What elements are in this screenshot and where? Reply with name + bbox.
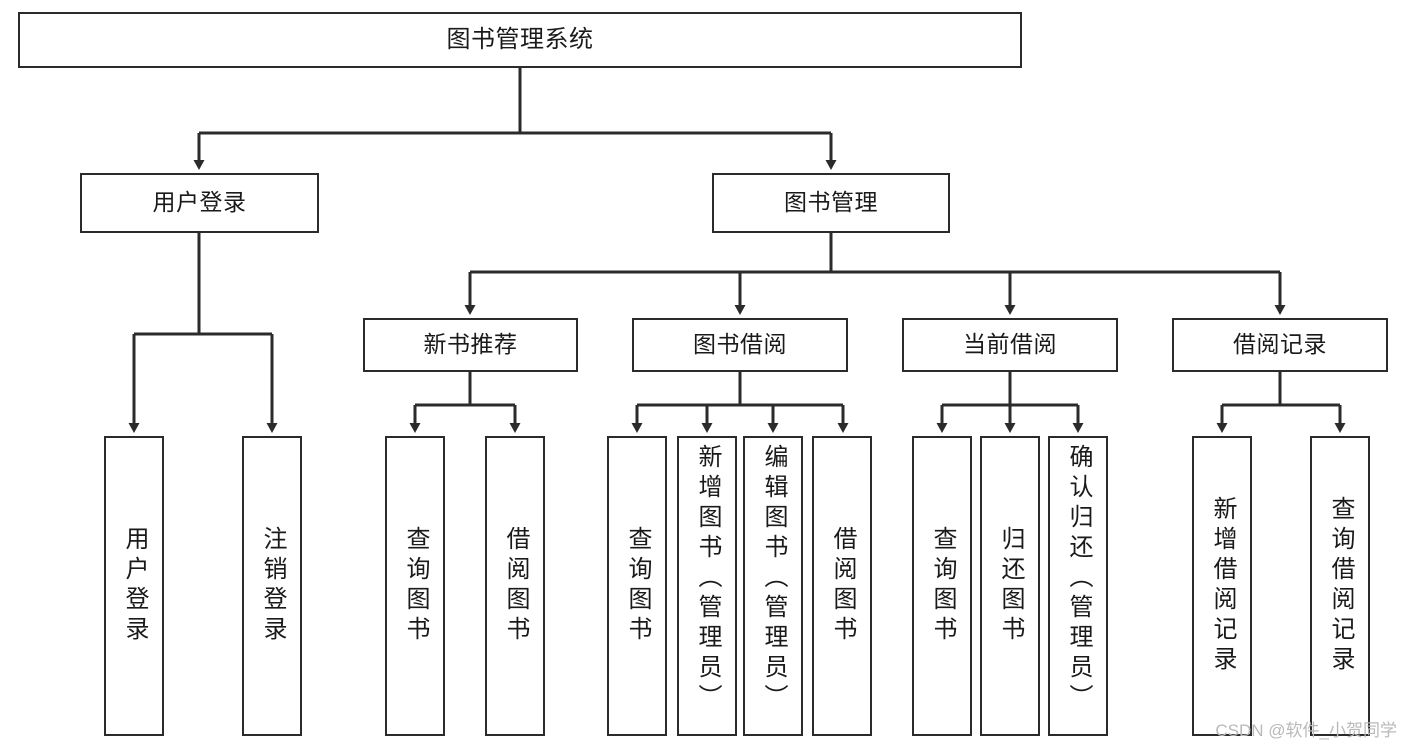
node-leaf-query-book-2[interactable]: 查询图书 [607,436,667,736]
node-leaf-query-record[interactable]: 查询借阅记录 [1310,436,1370,736]
node-book-management-label: 图书管理 [784,189,878,216]
node-leaf-query-book-3-label: 查询图书 [929,526,956,646]
node-leaf-add-book[interactable]: 新增图书（管理员） [677,436,737,736]
node-new-book-recommend-label: 新书推荐 [423,331,518,358]
node-leaf-add-record-label: 新增借阅记录 [1209,496,1236,676]
node-leaf-query-book-1-label: 查询图书 [402,526,429,646]
node-leaf-edit-book-label: 编辑图书（管理员） [760,444,787,714]
node-leaf-logout-login-label: 注销登录 [259,526,286,646]
node-leaf-add-record[interactable]: 新增借阅记录 [1192,436,1252,736]
node-book-management[interactable]: 图书管理 [712,173,950,233]
node-user-login[interactable]: 用户登录 [80,173,319,233]
node-leaf-confirm-return[interactable]: 确认归还（管理员） [1048,436,1108,736]
node-borrow-record[interactable]: 借阅记录 [1172,318,1388,372]
node-leaf-add-book-label: 新增图书（管理员） [694,444,721,714]
node-leaf-query-book-2-label: 查询图书 [624,526,651,646]
node-user-login-label: 用户登录 [152,189,247,216]
node-leaf-user-login[interactable]: 用户登录 [104,436,164,736]
node-leaf-borrow-book-2[interactable]: 借阅图书 [812,436,872,736]
node-current-borrow[interactable]: 当前借阅 [902,318,1118,372]
node-leaf-query-book-1[interactable]: 查询图书 [385,436,445,736]
node-leaf-edit-book[interactable]: 编辑图书（管理员） [743,436,803,736]
watermark-text: CSDN @软件_小贺同学 [1215,721,1397,740]
node-leaf-confirm-return-label: 确认归还（管理员） [1065,444,1092,714]
node-root-system-label: 图书管理系统 [446,25,594,53]
node-root-system[interactable]: 图书管理系统 [18,12,1022,68]
node-new-book-recommend[interactable]: 新书推荐 [363,318,578,372]
node-leaf-borrow-book-1-label: 借阅图书 [502,526,529,646]
node-book-borrow-label: 图书借阅 [693,331,787,358]
node-book-borrow[interactable]: 图书借阅 [632,318,848,372]
node-leaf-return-book-label: 归还图书 [997,526,1024,646]
node-leaf-borrow-book-1[interactable]: 借阅图书 [485,436,545,736]
node-borrow-record-label: 借阅记录 [1233,331,1327,358]
node-leaf-query-book-3[interactable]: 查询图书 [912,436,972,736]
node-leaf-return-book[interactable]: 归还图书 [980,436,1040,736]
node-leaf-logout-login[interactable]: 注销登录 [242,436,302,736]
node-leaf-user-login-label: 用户登录 [121,526,148,646]
node-current-borrow-label: 当前借阅 [963,331,1057,358]
node-leaf-query-record-label: 查询借阅记录 [1327,496,1354,676]
node-leaf-borrow-book-2-label: 借阅图书 [829,526,856,646]
